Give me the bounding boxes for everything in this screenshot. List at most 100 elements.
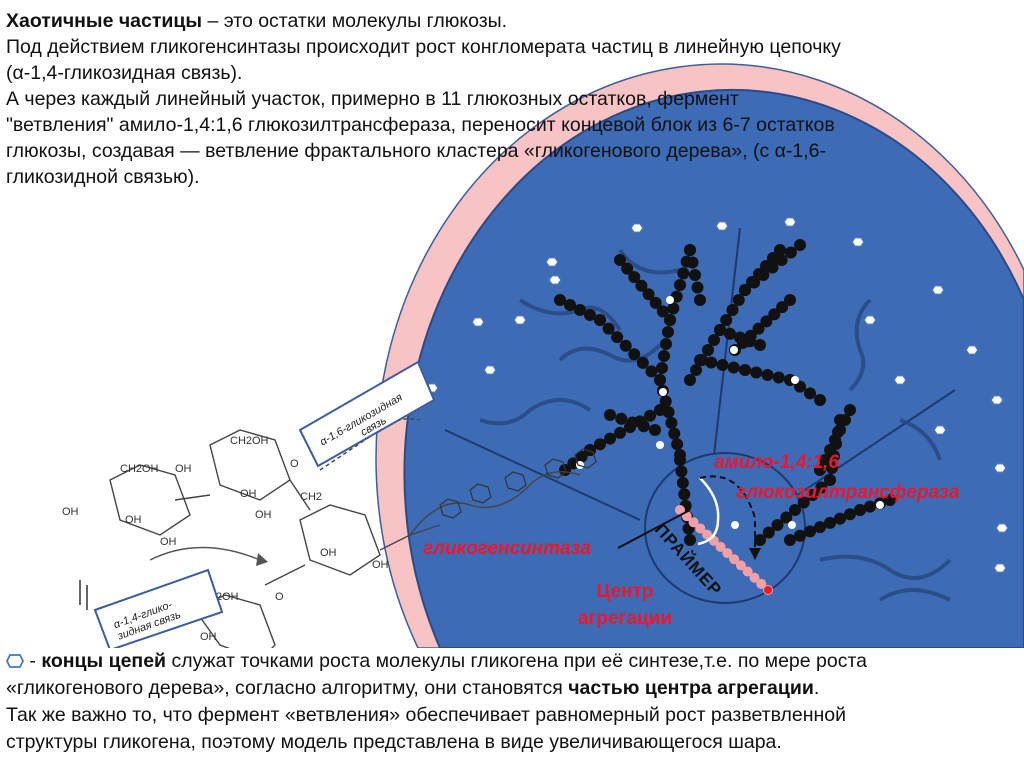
chem-label: OH bbox=[372, 559, 389, 571]
glucose-bead bbox=[658, 350, 670, 362]
intro-line-4: А через каждый линейный участок, примерн… bbox=[6, 86, 1024, 112]
glucose-bead bbox=[733, 294, 745, 306]
branch-point bbox=[788, 521, 796, 529]
branch-point bbox=[656, 441, 664, 449]
glucose-bead bbox=[687, 257, 699, 269]
glucose-bead bbox=[692, 282, 704, 294]
branch-point bbox=[731, 521, 739, 529]
intro-line-5: "ветвления" амило-1,4:1,6 глюкозилтрансф… bbox=[6, 112, 1024, 138]
hexagon-icon bbox=[784, 218, 796, 227]
glucose-bead bbox=[668, 428, 680, 440]
bottom-line-1-rest: служат точками роста молекулы гликогена … bbox=[166, 650, 867, 672]
hexagon-icon bbox=[934, 426, 946, 435]
glucose-bead bbox=[649, 424, 661, 436]
glucose-bead bbox=[677, 477, 689, 489]
chem-label: OH bbox=[320, 547, 337, 559]
glucose-bead bbox=[665, 417, 677, 429]
chem-label: OH bbox=[125, 514, 142, 526]
glucose-bead bbox=[603, 323, 615, 335]
chem-label: CH2OH bbox=[230, 435, 269, 447]
glucose-bead bbox=[677, 267, 689, 279]
hexagon-icon bbox=[716, 222, 728, 231]
intro-text: Хаотичные частицы – это остатки молекулы… bbox=[6, 8, 1024, 190]
chem-label: OH bbox=[62, 506, 79, 518]
term-label: Хаотичные частицы bbox=[6, 10, 202, 32]
branch-point bbox=[666, 296, 674, 304]
glucose-bead bbox=[717, 359, 729, 371]
hexagon-icon bbox=[852, 238, 864, 247]
hexagon-icon bbox=[996, 524, 1008, 533]
glucose-bead bbox=[794, 239, 806, 251]
glucose-bead bbox=[671, 438, 683, 450]
hexagon-icon bbox=[864, 316, 876, 325]
glucose-bead bbox=[804, 387, 816, 399]
bottom-line-2-start: «гликогенового дерева», согласно алгорит… bbox=[6, 677, 568, 699]
chem-label: CH2 bbox=[300, 491, 322, 503]
intro-line-6: глюкозы, создавая — ветвление фрактально… bbox=[6, 138, 1024, 164]
hexagon-icon bbox=[894, 376, 906, 385]
hexagon-icon bbox=[514, 316, 526, 325]
center-label-line1: Центр bbox=[560, 578, 690, 605]
hexagon-icon bbox=[991, 396, 1003, 405]
glucose-bead bbox=[705, 357, 717, 369]
glucose-bead bbox=[662, 326, 674, 338]
glucose-bead bbox=[762, 369, 774, 381]
bottom-line-2-end: . bbox=[814, 677, 819, 699]
term-definition: – это остатки молекулы глюкозы. bbox=[202, 10, 507, 32]
hexagon-icon bbox=[631, 224, 643, 233]
glucose-bead bbox=[694, 354, 706, 366]
glucose-bead bbox=[773, 372, 785, 384]
chem-label: OH bbox=[200, 631, 217, 643]
hexagon-icon bbox=[484, 366, 496, 375]
glucose-bead bbox=[739, 364, 751, 376]
glucose-bead bbox=[645, 365, 657, 377]
glucose-bead bbox=[774, 244, 786, 256]
aggregation-part-term: частью центра агрегации bbox=[568, 677, 814, 699]
hexagon-icon bbox=[6, 654, 24, 668]
hexagon-icon bbox=[546, 258, 558, 267]
glucose-bead bbox=[615, 413, 627, 425]
chem-label: O bbox=[290, 458, 299, 470]
glucose-bead bbox=[628, 348, 640, 360]
arrow-to-ring bbox=[150, 548, 260, 561]
hexagon-icon bbox=[994, 564, 1006, 573]
glucose-bead bbox=[684, 244, 696, 256]
glucose-bead bbox=[764, 586, 772, 594]
chem-label: OH bbox=[160, 536, 177, 548]
bottom-line-4: структуры гликогена, поэтому модель пред… bbox=[6, 729, 1024, 756]
intro-line-2: Под действием гликогенсинтазы происходит… bbox=[6, 34, 1024, 60]
aggregation-center-label: Центр агрегации bbox=[560, 578, 690, 632]
glucose-bead bbox=[678, 488, 690, 500]
glucose-bead bbox=[727, 304, 739, 316]
glucose-bead bbox=[702, 344, 714, 356]
bottom-dash: - bbox=[24, 650, 41, 672]
chem-label: OH bbox=[175, 463, 192, 475]
chem-label: CH2OH bbox=[120, 463, 159, 475]
intro-line-3: (α-1,4-гликозидная связь). bbox=[6, 60, 1024, 86]
glucose-bead bbox=[638, 420, 650, 432]
glucose-bead bbox=[627, 417, 639, 429]
glucose-bead bbox=[684, 374, 696, 386]
hexagon-icon bbox=[994, 464, 1006, 473]
transferase-label-1: амило-1,4:1,6 bbox=[714, 452, 839, 474]
glucose-bead bbox=[694, 294, 706, 306]
glucose-bead bbox=[637, 357, 649, 369]
synthase-label: гликогенсинтаза bbox=[423, 538, 591, 560]
chem-label: O bbox=[275, 591, 284, 603]
hexagon-icon bbox=[966, 346, 978, 355]
transferase-label-2: глюкозилтрансфераза bbox=[736, 482, 959, 504]
glucose-bead bbox=[614, 254, 626, 266]
branch-point bbox=[791, 376, 799, 384]
glucose-bead bbox=[675, 465, 687, 477]
branch-point bbox=[659, 388, 667, 396]
glucose-bead bbox=[674, 454, 686, 466]
glucose-bead bbox=[660, 338, 672, 350]
glucose-bead bbox=[708, 334, 720, 346]
glucose-bead bbox=[750, 367, 762, 379]
hexagon-icon bbox=[549, 276, 561, 285]
glucose-bead bbox=[654, 374, 666, 386]
glucose-bead bbox=[720, 314, 732, 326]
glucose-bead bbox=[620, 340, 632, 352]
glucose-bead bbox=[674, 279, 686, 291]
bottom-text: - концы цепей служат точками роста молек… bbox=[0, 648, 1024, 767]
